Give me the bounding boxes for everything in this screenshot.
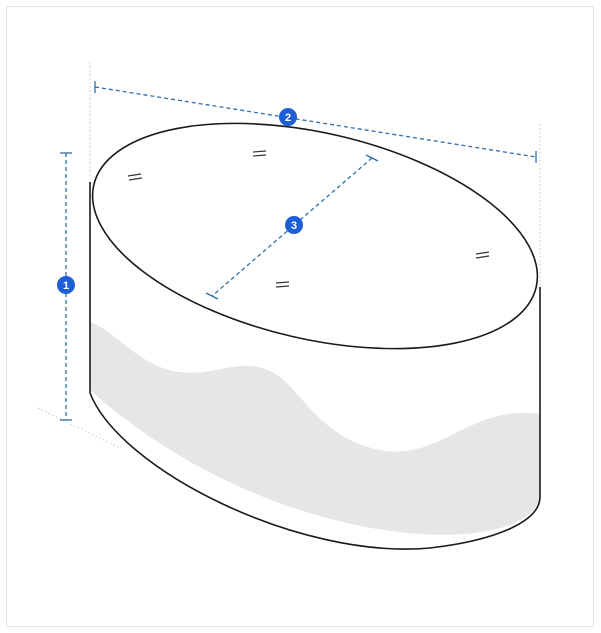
tufting-marks bbox=[127, 150, 490, 288]
tuft-mark bbox=[275, 281, 290, 288]
badge-2: 2 bbox=[279, 108, 297, 126]
length-dimension-line bbox=[94, 86, 537, 158]
top-surface bbox=[91, 122, 539, 350]
badge-3-label: 3 bbox=[291, 220, 297, 232]
badge-1-label: 1 bbox=[63, 280, 69, 292]
badge-1: 1 bbox=[57, 276, 75, 294]
width-bottom-tick bbox=[205, 292, 219, 300]
guide-lines bbox=[37, 62, 541, 449]
badge-2-label: 2 bbox=[285, 112, 291, 124]
tuft-mark bbox=[475, 251, 490, 259]
width-top-tick bbox=[365, 154, 379, 162]
guide-floor-diagonal bbox=[37, 407, 121, 449]
badge-1-circle bbox=[57, 276, 75, 294]
tuft-mark bbox=[252, 150, 267, 157]
badge-3-circle bbox=[285, 216, 303, 234]
bottom-edge bbox=[89, 392, 541, 550]
body-shade bbox=[90, 322, 540, 535]
badge-2-circle bbox=[279, 108, 297, 126]
badge-3: 3 bbox=[285, 216, 303, 234]
tuft-mark bbox=[127, 173, 143, 181]
